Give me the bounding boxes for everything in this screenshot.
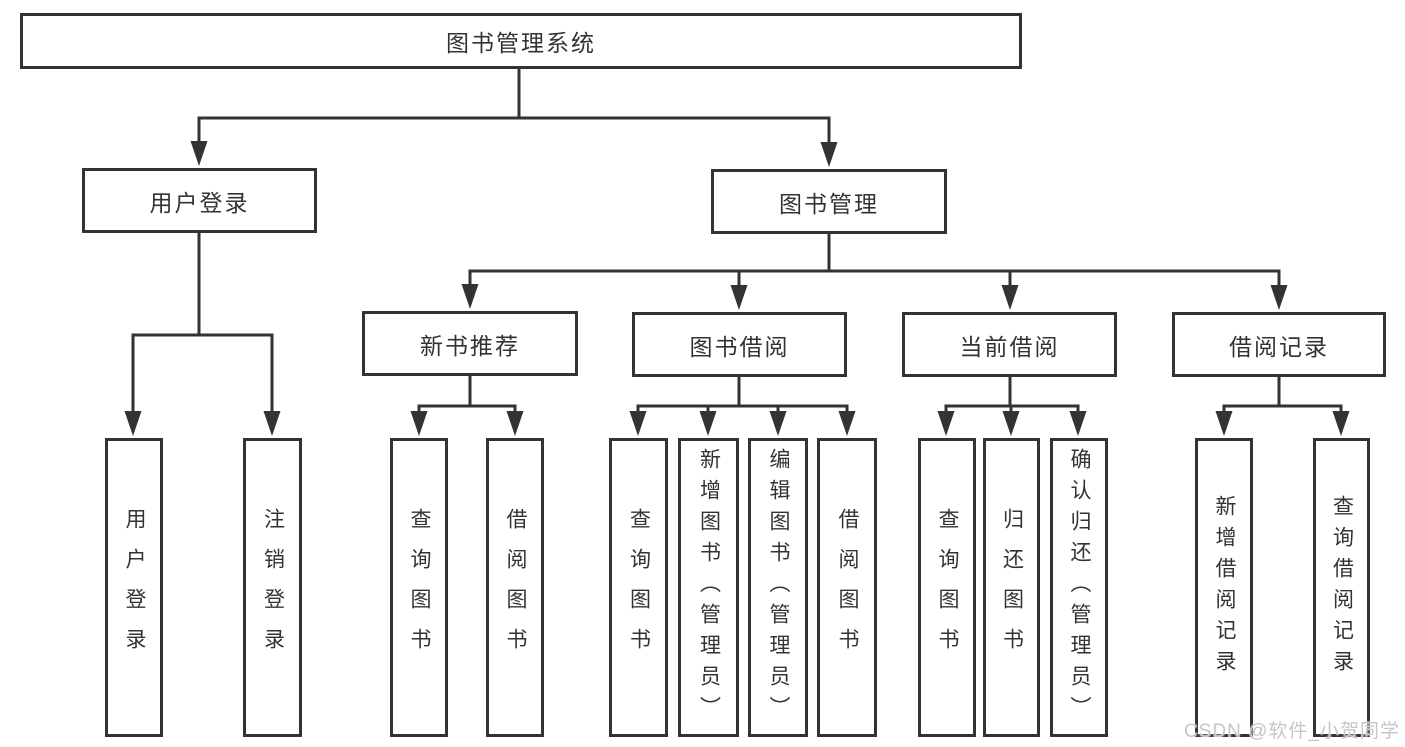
node-root-label: 图书管理系统 [446, 30, 596, 56]
node-new-book-recommend: 新书推荐 [362, 311, 578, 376]
node-borrow-records: 借阅记录 [1172, 312, 1386, 377]
node-leaf-query-books-2-label: 查询图书 [627, 507, 651, 668]
node-leaf-query-books-1-label: 查询图书 [408, 507, 432, 668]
node-borrow-records-label: 借阅记录 [1229, 333, 1329, 360]
node-user-login: 用户登录 [82, 168, 317, 233]
node-leaf-user-login: 用户登录 [105, 438, 163, 737]
node-leaf-query-books-2: 查询图书 [609, 438, 668, 737]
watermark: CSDN @软件_小贺同学 [1184, 721, 1400, 742]
node-leaf-logout-label: 注销登录 [261, 507, 285, 668]
node-user-login-label: 用户登录 [149, 189, 250, 216]
node-leaf-edit-books-label: 编辑图书（管理员） [767, 448, 791, 727]
node-leaf-borrow-books-1: 借阅图书 [486, 438, 544, 737]
node-leaf-confirm-return: 确认归还（管理员） [1050, 438, 1108, 737]
node-leaf-return-books-label: 归还图书 [1000, 507, 1024, 668]
node-leaf-add-borrow-record: 新增借阅记录 [1195, 438, 1253, 737]
node-book-borrow-label: 图书借阅 [689, 333, 790, 360]
node-current-borrow: 当前借阅 [902, 312, 1117, 377]
node-leaf-borrow-books-2: 借阅图书 [817, 438, 877, 737]
node-book-borrow: 图书借阅 [632, 312, 847, 377]
node-root: 图书管理系统 [20, 13, 1022, 69]
node-current-borrow-label: 当前借阅 [959, 333, 1060, 360]
node-leaf-edit-books: 编辑图书（管理员） [748, 438, 808, 737]
node-book-management: 图书管理 [711, 169, 947, 234]
node-leaf-borrow-books-2-label: 借阅图书 [836, 507, 860, 668]
node-leaf-query-borrow-record: 查询借阅记录 [1313, 438, 1370, 737]
node-leaf-query-books-3: 查询图书 [918, 438, 976, 737]
node-leaf-query-books-1: 查询图书 [390, 438, 448, 737]
node-leaf-borrow-books-1-label: 借阅图书 [504, 507, 528, 668]
node-leaf-user-login-label: 用户登录 [123, 507, 147, 668]
node-leaf-query-books-3-label: 查询图书 [936, 507, 960, 668]
node-leaf-query-borrow-record-label: 查询借阅记录 [1330, 494, 1354, 681]
node-leaf-add-books-label: 新增图书（管理员） [697, 448, 721, 727]
node-leaf-add-borrow-record-label: 新增借阅记录 [1213, 494, 1237, 681]
node-leaf-add-books: 新增图书（管理员） [678, 438, 739, 737]
node-leaf-return-books: 归还图书 [983, 438, 1040, 737]
node-new-book-recommend-label: 新书推荐 [420, 332, 520, 359]
node-leaf-confirm-return-label: 确认归还（管理员） [1068, 448, 1092, 727]
node-leaf-logout: 注销登录 [243, 438, 302, 737]
node-book-management-label: 图书管理 [779, 190, 879, 217]
